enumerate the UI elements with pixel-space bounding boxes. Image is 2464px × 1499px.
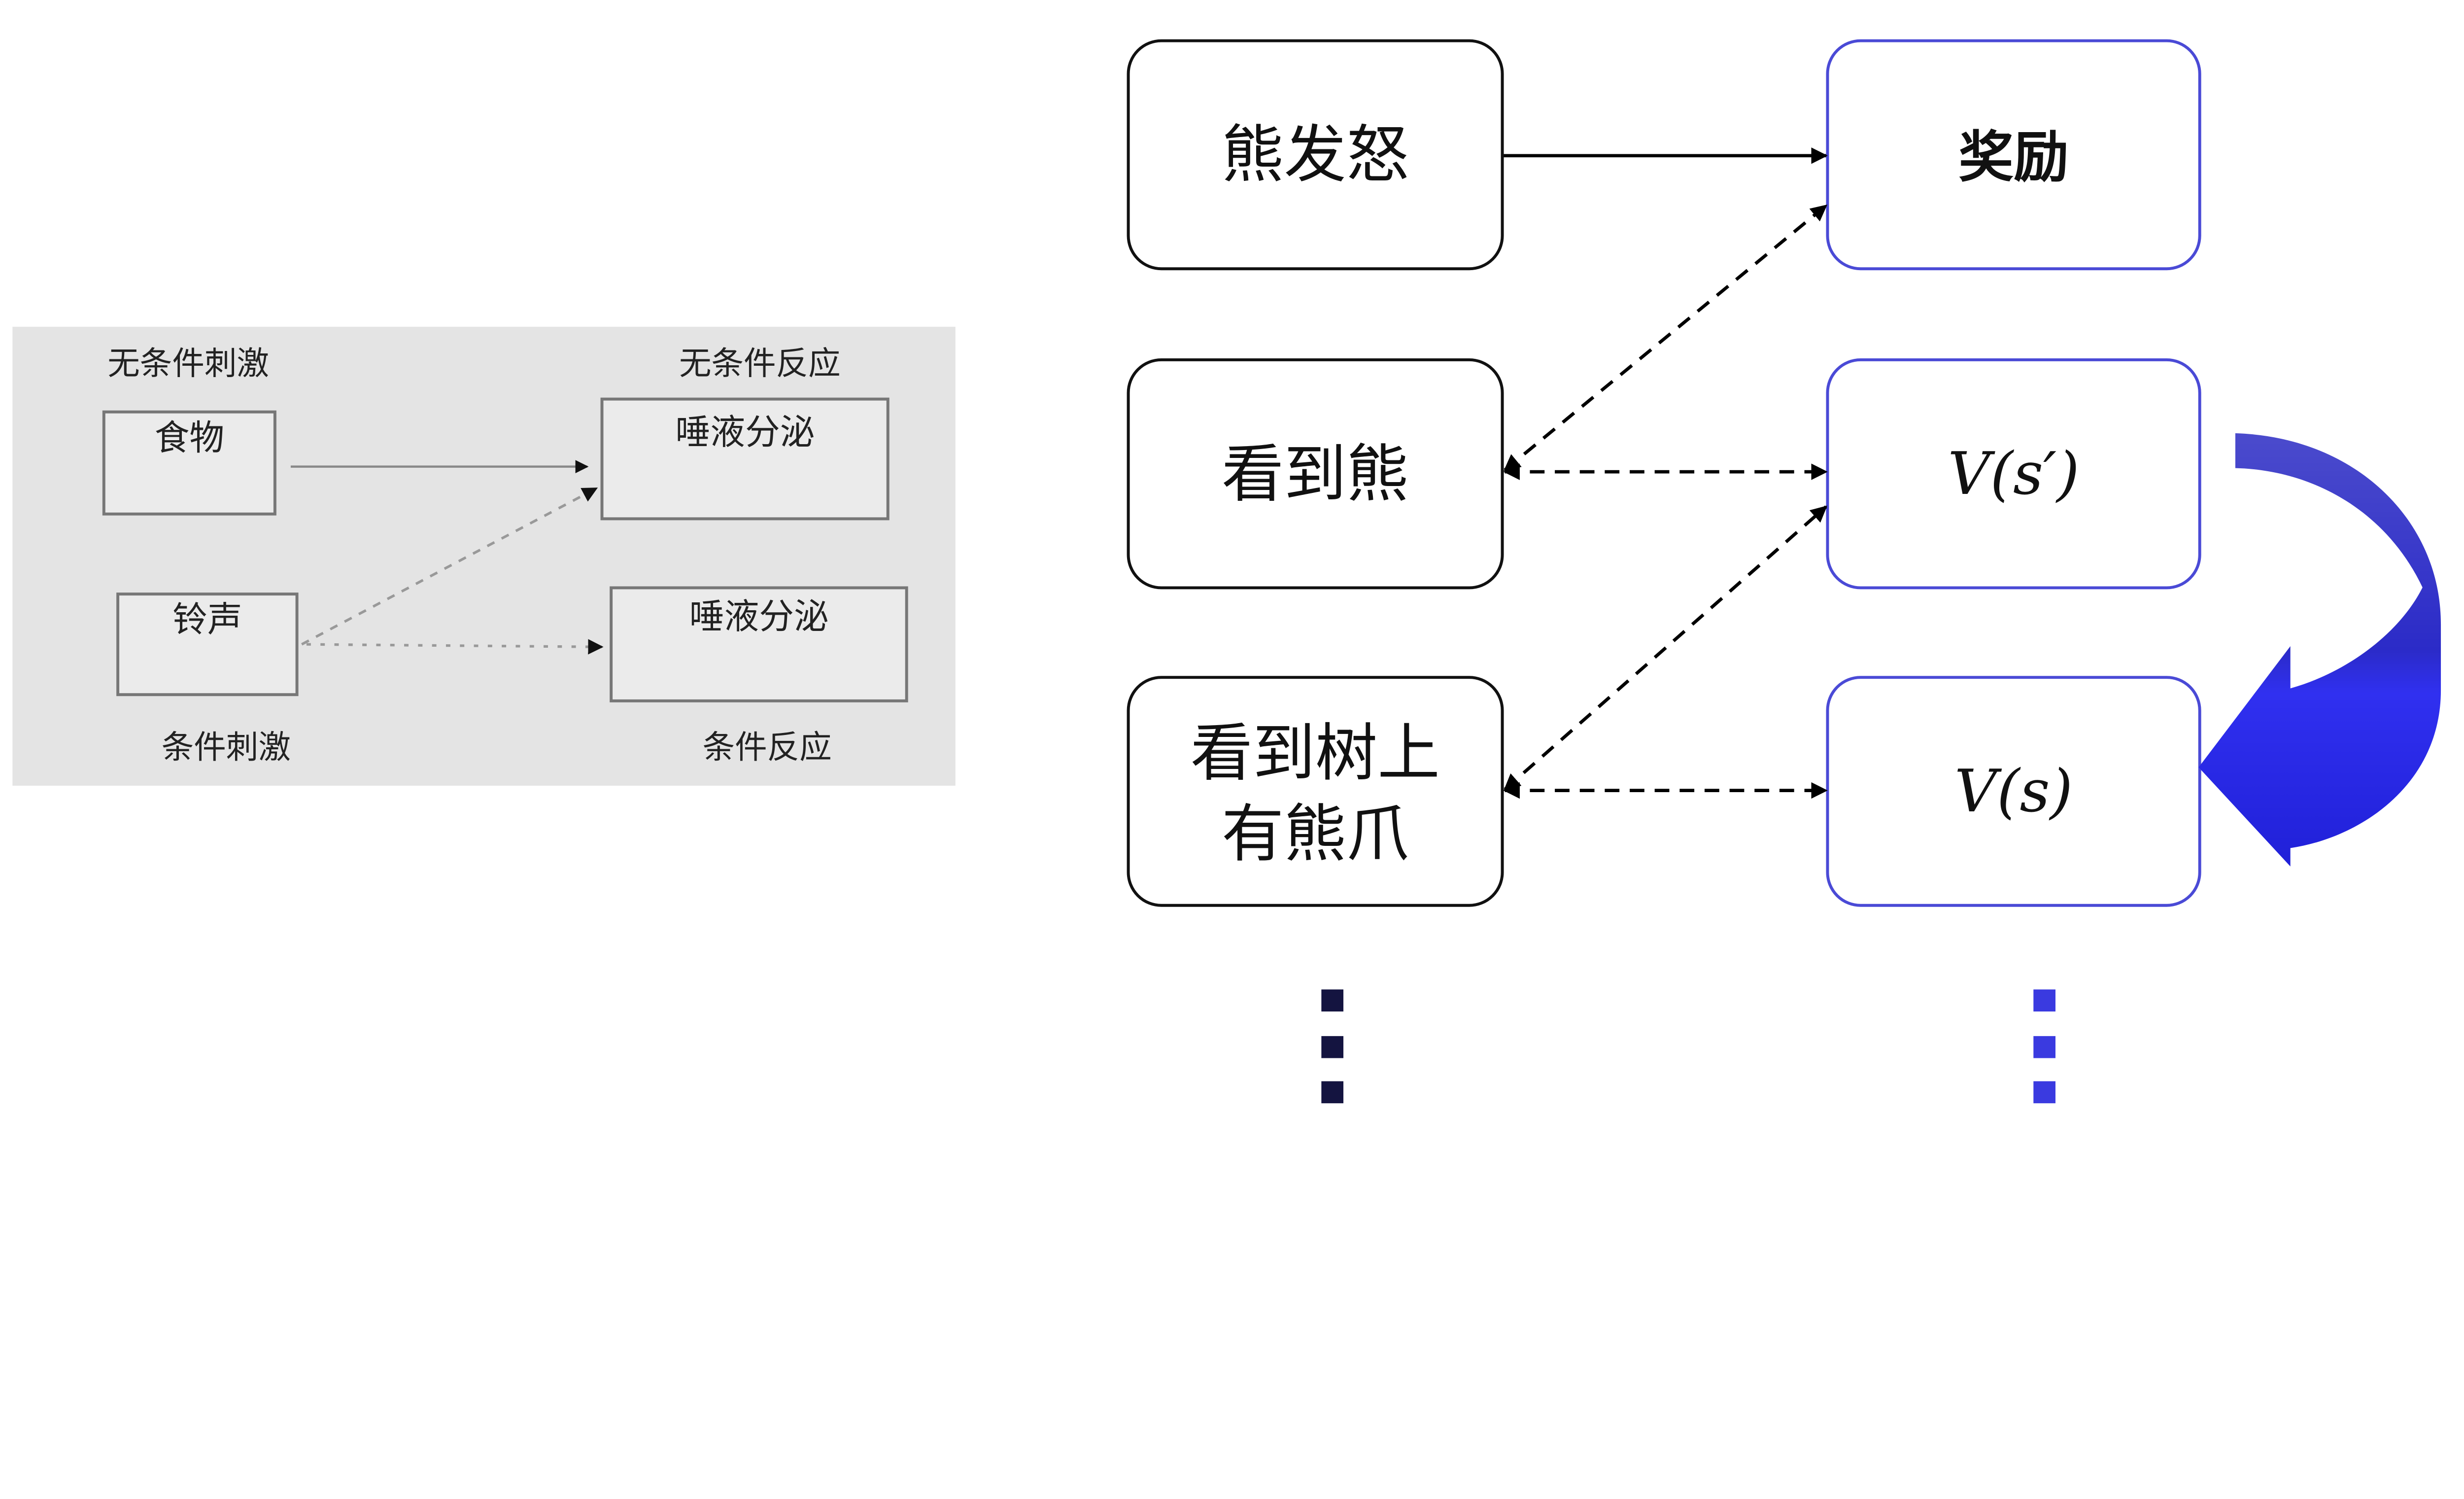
state-value-label: V(s) (1954, 757, 2073, 826)
see-claw-box (1127, 676, 1504, 907)
ellipsis-left (1321, 989, 1344, 1104)
salivation-box-top-label: 唾液分泌 (675, 412, 815, 453)
bell-to-salivation-top-arrow (301, 487, 598, 646)
bear-angry-box (1127, 39, 1504, 271)
conditioned-response-label: 条件反应 (703, 729, 832, 766)
ellipsis-dot (1321, 1081, 1344, 1104)
see-bear-label: 看到熊 (1222, 438, 1409, 511)
food-box (102, 410, 276, 516)
panel-background (12, 326, 956, 786)
bell-box-label: 铃声 (172, 599, 242, 640)
conditioned-stimulus-label: 条件刺激 (162, 729, 291, 766)
ellipsis-dot (1321, 989, 1344, 1011)
see-bear-reward-arrow (1504, 204, 1828, 471)
diagram-canvas: 无条件刺激 无条件反应 条件刺激 条件反应 食物 铃声 唾液分泌 唾液分泌 熊发… (12, 39, 2441, 1104)
unconditioned-stimulus-label: 无条件刺激 (107, 345, 269, 383)
ellipsis-dot (2033, 1081, 2056, 1104)
see-bear-box (1127, 358, 1504, 590)
claw-next-value-arrow (1504, 505, 1828, 791)
ellipsis-dot (2033, 1036, 2056, 1058)
see-claw-label-line1: 看到树上 (1190, 717, 1439, 790)
salivation-box-bottom-label: 唾液分泌 (689, 596, 829, 637)
salivation-box-bottom (610, 586, 908, 702)
bell-box (116, 593, 299, 697)
food-box-label: 食物 (155, 417, 225, 458)
classical-conditioning-panel: 无条件刺激 无条件反应 条件刺激 条件反应 食物 铃声 唾液分泌 唾液分泌 (12, 326, 956, 786)
curved-update-arrow-icon (2198, 433, 2441, 867)
ellipsis-right (2033, 989, 2056, 1104)
salivation-box-top (600, 397, 890, 521)
next-state-value-label: V(s′) (1948, 440, 2079, 508)
bear-angry-label: 熊发怒 (1222, 118, 1409, 191)
reward-label: 奖励 (1958, 126, 2068, 190)
value-function-panel: 熊发怒 看到熊 看到树上 有熊爪 奖励 V(s′) V(s) (1127, 39, 2441, 1104)
ellipsis-dot (1321, 1036, 1344, 1058)
ellipsis-dot (2033, 989, 2056, 1011)
unconditioned-response-label: 无条件反应 (679, 345, 841, 383)
see-claw-label-line2: 有熊爪 (1222, 797, 1409, 870)
